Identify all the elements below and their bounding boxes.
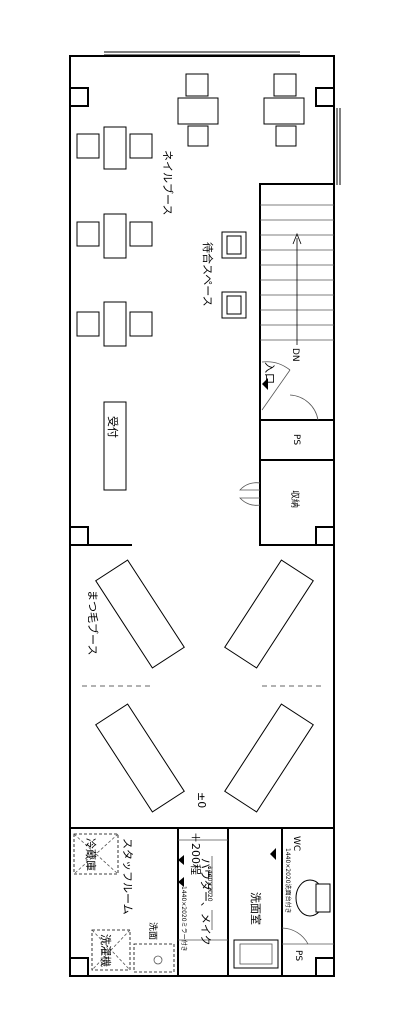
washing-machine-label: 洗濯機	[99, 934, 113, 967]
eyelash-bed-3	[95, 703, 185, 813]
stair-down-label: DN	[290, 348, 300, 362]
ps-lower-label: PS	[293, 950, 303, 961]
entrance-marker	[262, 378, 268, 390]
toilet-tank	[315, 883, 331, 913]
waiting-space-label: 待合スペース	[201, 242, 215, 307]
wc-label: WC	[291, 836, 301, 851]
pillar-mid-right	[315, 526, 335, 546]
reception-label: 受付	[106, 416, 119, 438]
nail-table-top	[177, 73, 305, 147]
eyelash-booth-label: まつ毛ブース	[86, 590, 100, 655]
nail-table-2	[76, 213, 153, 259]
washer-box	[91, 929, 131, 971]
eyelash-bed-4	[224, 703, 314, 813]
wc-door-swing	[281, 927, 309, 945]
waiting-chair-2	[221, 291, 247, 319]
storage-door-left	[239, 482, 261, 491]
wash-room-label: 洗面室	[249, 892, 263, 925]
storage-door-right	[239, 497, 261, 506]
height-note-label: ＋200程	[189, 832, 202, 875]
staff-room-label: スタッフルーム	[121, 838, 134, 915]
staff-sink	[133, 943, 175, 973]
wc-note-label: 1440×2020洗面台付き	[284, 848, 292, 914]
powder-room-label: パウダー、メイク	[199, 858, 213, 946]
floor-level-label: ±0	[195, 792, 208, 808]
nail-table-3	[76, 301, 153, 347]
pillar-top-right	[315, 87, 335, 107]
pillar-bottom-right	[315, 957, 335, 977]
eyelash-bed-1	[95, 559, 185, 669]
refrigerator-label: 冷蔵庫	[84, 838, 98, 871]
wash-basin	[233, 939, 279, 969]
reception-counter	[103, 401, 127, 491]
waiting-chair-1	[221, 231, 247, 259]
pillar-top-left	[69, 87, 89, 107]
dim-b-label: 1440×2020ミラー付き	[180, 886, 188, 952]
storage-label: 収納	[289, 490, 301, 508]
entrance-label: 入口	[263, 362, 276, 384]
nail-table-1	[76, 126, 153, 170]
ps-upper-label: PS	[291, 434, 301, 445]
eyelash-bed-2	[224, 559, 314, 669]
pillar-mid-left	[69, 526, 89, 546]
staff-sink-label: 洗面	[147, 922, 159, 940]
pillar-bottom-left	[69, 957, 89, 977]
nail-booth-label: ネイルブース	[161, 150, 175, 215]
fridge-box	[73, 833, 119, 875]
entrance-door-swing	[261, 361, 291, 371]
dim-a-label: 1440×2020	[206, 866, 213, 902]
